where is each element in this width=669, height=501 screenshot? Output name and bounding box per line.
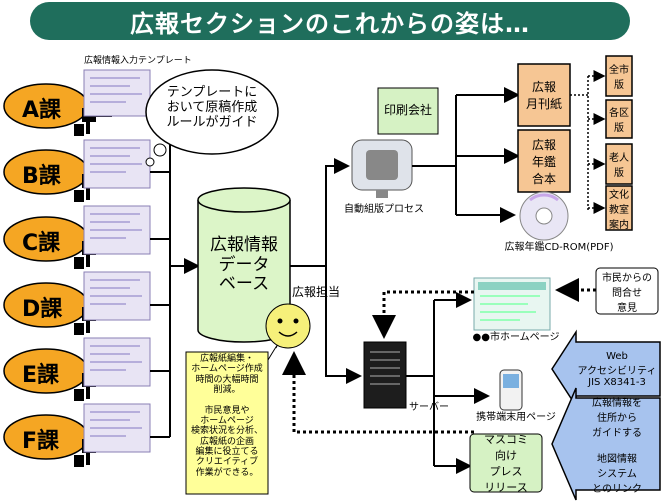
media-label: マスコミ 向け プレス リリース	[484, 433, 528, 494]
template-label: 広報情報入力テンプレート	[84, 56, 192, 66]
note-connector	[267, 345, 278, 361]
cd-label: 広報年鑑CD-ROM(PDF)	[504, 242, 614, 253]
course-f: F課	[22, 429, 60, 454]
feedback-arrows	[282, 278, 596, 434]
edition-boxes	[605, 55, 633, 231]
server-label: サーバー	[409, 402, 449, 413]
output-boxes	[517, 63, 571, 193]
output-yearbook: 広報 年鑑 合本	[531, 137, 556, 186]
course-b: B課	[22, 164, 61, 189]
db-connectors	[290, 158, 362, 384]
staff-note-box	[185, 351, 269, 495]
media-box	[469, 433, 543, 493]
edition-connectors	[570, 70, 606, 214]
course-a: A課	[22, 98, 62, 123]
edition-all-city: 全市 版	[609, 65, 629, 91]
citizen-hp-label: ●●市ホームページ	[472, 332, 560, 343]
server-connectors	[406, 292, 490, 474]
homepage-screen	[473, 277, 551, 331]
computer-icon	[351, 139, 413, 198]
staff-note: 広報紙編集・ ホームページ作成 時間の大幅時間 削減。 市民意見や ホームページ…	[190, 354, 263, 478]
guide-label: 広報情報を 住所から ガイドする 地図情報 システム とのリンク	[592, 397, 642, 495]
callout-cloud	[145, 69, 279, 167]
citizen-opinion-label: 市民からの 問合せ 意見	[602, 272, 652, 314]
page-title: 広報セクションのこれからの姿は…	[30, 2, 630, 40]
server-icon	[363, 341, 407, 409]
web-access-label: Web アクセシビリティ JIS X8341-3	[577, 350, 657, 388]
mobile-icon	[499, 369, 523, 411]
edition-senior: 老人 版	[609, 153, 629, 179]
course-ellipses	[3, 83, 89, 460]
database-label: 広報情報 データ ベース	[210, 235, 278, 295]
callout-text: テンプレートに おいて原稿作成 ルールがガイド	[166, 85, 258, 130]
auto-process-label: 自動組版プロセス	[344, 204, 424, 215]
process-connectors	[412, 87, 520, 223]
cd-icon	[519, 191, 569, 241]
staff-label: 広報担当	[291, 285, 340, 299]
course-c: C課	[22, 231, 61, 256]
smiley-icon	[265, 303, 311, 349]
printer-box	[377, 87, 439, 135]
citizen-opinion-box	[595, 267, 659, 315]
mobile-label: 携帯端末用ページ	[476, 412, 556, 423]
edition-culture: 文化 教室 案内	[609, 189, 629, 231]
template-screens	[83, 69, 151, 453]
template-lines	[90, 77, 142, 437]
output-monthly: 広報 月刊紙	[525, 80, 562, 111]
course-d: D課	[22, 297, 63, 322]
printer-label: 印刷会社	[383, 103, 432, 117]
edition-ward: 各区 版	[609, 108, 629, 134]
course-e: E課	[22, 363, 60, 388]
blue-arrows	[551, 329, 661, 501]
